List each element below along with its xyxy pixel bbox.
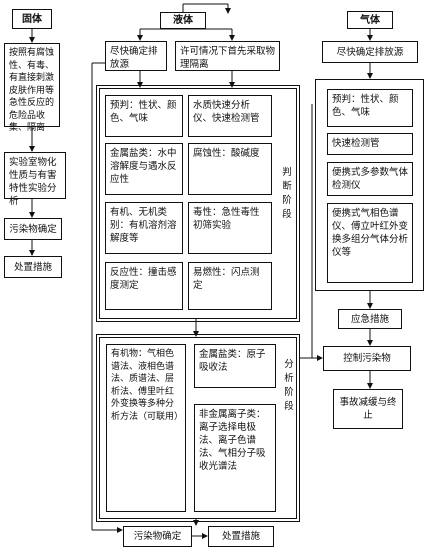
judge-stage-label: 判断阶段 [282,167,292,220]
judge-item-8: 易燃性：闪点测定 [188,262,272,310]
judge-item-6: 毒性：急性毒性初筛实验 [188,202,272,254]
liquid-treat-box: 处置措施 [208,526,274,547]
liquid-isolate-box: 尽快确定排放源 [105,41,167,71]
liquid-title: 液体 [160,12,206,29]
gas-judge-2: 快速检测管 [327,133,413,155]
gas-title: 气体 [347,11,393,29]
judge-item-1: 预判：性状、颜色、气味 [105,95,183,137]
judge-item-5: 有机、无机类别：有机溶剂溶解度等 [105,202,183,254]
gas-emergency-box: 应急措施 [338,309,402,329]
solid-analysis-box: 实验室物化性质与有害特性实验分析 [4,152,66,207]
analysis-stage-label: 分析阶段 [284,359,294,412]
analysis-metal-box: 金属盐类：原子吸收法 [194,344,276,388]
solid-treat-box: 处置措施 [4,256,62,278]
gas-judge-3: 便携式多参数气体检测仪 [327,162,413,196]
judge-item-3: 金属盐类：水中溶解度与遇水反应性 [105,143,183,195]
judge-item-4: 腐蚀性：酸碱度 [188,143,272,195]
liquid-confirm-box: 污染物确定 [123,526,192,547]
gas-ease-box: 事故减缓与终止 [333,389,403,429]
solid-title: 固体 [12,9,52,29]
judge-item-7: 反应性：撞击感度测定 [105,262,183,310]
solid-collect-box: 按照有腐蚀性、有毒、有直接刺激皮肤作用等急性反应的危险品收集、隔离 [4,43,60,133]
gas-judge-4: 便携式气相色谱仪、傅立叶红外变换多组分气体分析仪等 [327,203,413,283]
gas-isolate-box: 尽快确定排放源 [322,41,418,63]
judge-item-2: 水质快速分析仪、快速检测管 [188,95,272,137]
gas-judge-1: 预判：性状、颜色、气味 [327,89,413,127]
analysis-nonmetal-box: 非金属离子类：离子选择电极法、离子色谱法、气相分子吸收光谱法 [194,404,276,512]
gas-control-box: 控制污染物 [323,346,411,371]
analysis-organic-box: 有机物：气相色谱法、液相色谱法、质谱法、层析法、傅里叶红外变换等多种分析方法（可… [106,344,186,512]
liquid-sample-box: 许可情况下首先采取物理隔离 [175,41,280,71]
solid-confirm-box: 污染物确定 [4,218,62,240]
